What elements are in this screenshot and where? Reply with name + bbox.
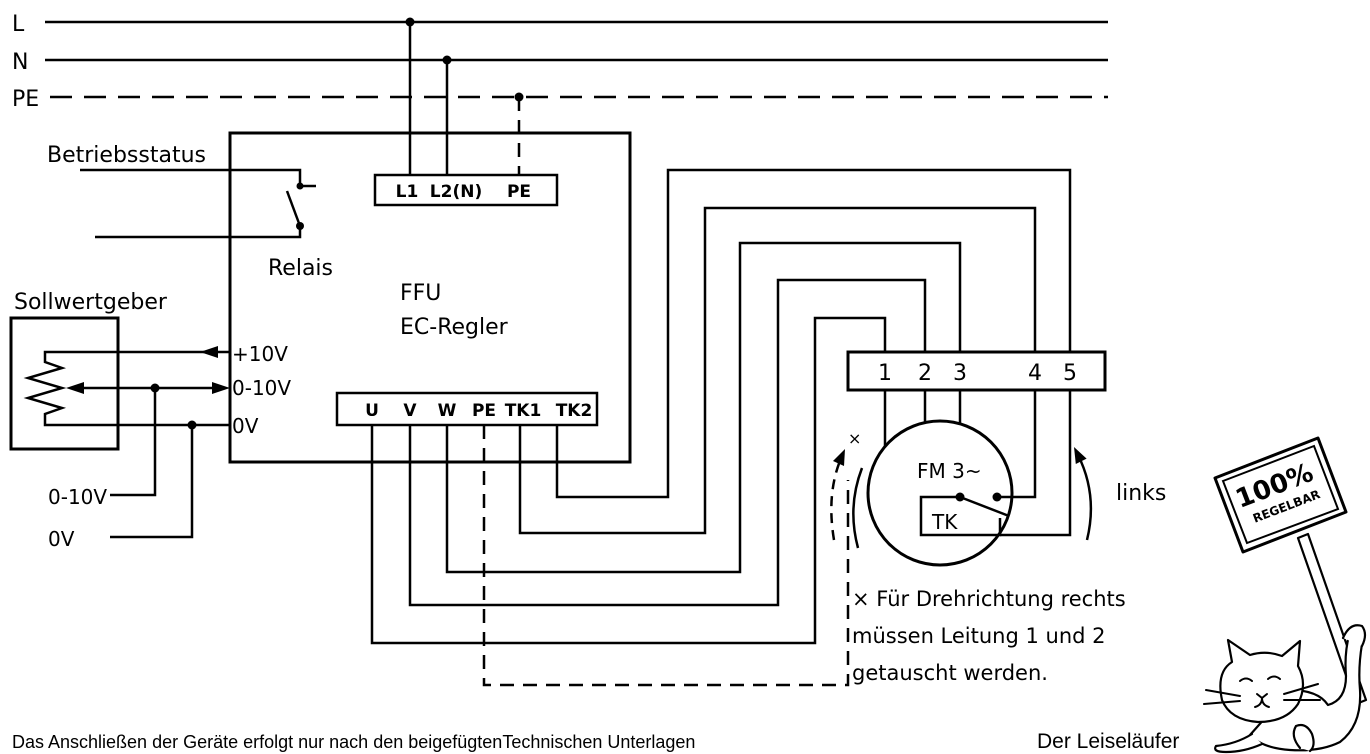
terminal-tk1: TK1	[505, 401, 542, 421]
motor-terminal-4: 4	[1028, 361, 1042, 386]
motor-terminal-1: 1	[878, 361, 892, 386]
thermal-contact-pivot	[955, 492, 965, 502]
wire-pe-motor	[482, 425, 850, 687]
cat-whiskers	[1203, 683, 1321, 705]
controller-subtitle: EC-Regler	[400, 315, 509, 340]
terminal-l2n: L2(N)	[430, 182, 482, 202]
motor-lead-4	[997, 390, 1037, 499]
motor-label: FM 3~	[917, 459, 982, 483]
controller-box	[228, 131, 632, 464]
motor-lead-5	[1000, 390, 1072, 537]
thermal-contact-blade	[959, 495, 1010, 518]
wire-signal-out	[110, 388, 157, 497]
motor-wiring	[370, 168, 1072, 687]
motor-terminal-3: 3	[953, 361, 967, 386]
sign-inner-border	[1221, 444, 1340, 545]
motor-terminal-5: 5	[1063, 361, 1077, 386]
wire-zero-out	[110, 425, 194, 539]
setpoint-box	[9, 316, 120, 451]
controller-top-terminal-strip	[373, 173, 559, 207]
setpoint-label: Sollwertgeber	[14, 290, 168, 315]
rotation-direction-label: links	[1116, 481, 1166, 506]
wire-tk1-to-4	[518, 206, 1037, 535]
output-label-zero: 0V	[48, 527, 75, 551]
cat-head	[1219, 638, 1305, 724]
output-label-signal: 0-10V	[48, 485, 107, 509]
controller-bottom-terminal-strip	[335, 391, 599, 427]
motor-circle	[866, 419, 1014, 567]
wire-v-to-2	[408, 278, 927, 607]
terminal-l1: L1	[396, 182, 419, 202]
motor-terminal-2: 2	[918, 361, 932, 386]
terminal-w: W	[438, 401, 457, 421]
setpoint-generator: Sollwertgeber +10V 0-10V 0V 0-10V 0V	[9, 290, 291, 551]
relay-wire-top	[80, 168, 302, 186]
note-line-3: getauscht werden.	[852, 661, 1048, 685]
direction-note: × Für Drehrichtung rechts müssen Leitung…	[852, 587, 1126, 685]
input-label-signal: 0-10V	[232, 376, 291, 400]
motor: 1 2 3 4 5 FM 3~ TK × links	[830, 350, 1166, 567]
note-line-1: × Für Drehrichtung rechts	[852, 587, 1126, 611]
relay: Betriebsstatus Relais	[47, 143, 333, 281]
line-label-l: L	[12, 12, 25, 37]
terminal-pe-bottom: PE	[472, 401, 496, 421]
sign-outline	[1213, 436, 1348, 554]
terminal-tk2: TK2	[556, 401, 593, 421]
arrow-plus10v	[200, 346, 218, 358]
terminal-u: U	[365, 401, 379, 421]
rotation-arrow-right-alt	[830, 455, 844, 541]
cat-eyes	[1239, 675, 1281, 682]
footer-disclaimer: Das Anschließen der Geräte erfolgt nur n…	[12, 732, 695, 752]
wiper-arrow-left	[66, 382, 84, 394]
supply-lines: L N PE	[12, 12, 1108, 175]
terminal-v: V	[403, 401, 417, 421]
note-line-2: müssen Leitung 1 und 2	[852, 624, 1106, 648]
relay-wire-bottom	[95, 226, 302, 239]
line-label-n: N	[12, 50, 28, 75]
rotation-arrow-right-alt-head	[833, 449, 845, 466]
relay-label: Relais	[268, 256, 333, 281]
line-label-pe: PE	[12, 87, 39, 112]
cat-mouth	[1254, 693, 1270, 708]
cat-paw	[1341, 624, 1367, 648]
thermal-contact-label: TK	[931, 510, 958, 534]
cat-icon	[1203, 624, 1367, 754]
input-label-plus10v: +10V	[232, 342, 288, 366]
potentiometer-resistor	[23, 350, 230, 427]
wiper-arrow-right	[212, 382, 230, 394]
controller: FFU EC-Regler L1 L2(N) PE U V W PE TK1 T…	[228, 131, 632, 464]
terminal-pe-top: PE	[507, 182, 531, 202]
footer-brand: Der Leiseläufer	[1037, 730, 1179, 753]
motor-terminal-strip	[846, 350, 1107, 392]
mascot-illustration: 100% REGELBAR	[1203, 436, 1368, 754]
note-marker: ×	[848, 429, 861, 448]
sign-board: 100% REGELBAR	[1213, 436, 1348, 554]
thermal-contact-terminal	[992, 492, 1002, 502]
thermal-contact-frame	[919, 495, 1002, 537]
rotation-arrow-left	[1076, 454, 1093, 541]
wire-w-to-3	[445, 241, 962, 574]
relay-switch-blade	[285, 190, 302, 227]
wire-u-to-1	[370, 316, 887, 645]
relay-status-label: Betriebsstatus	[47, 143, 206, 168]
rotation-arc-left	[852, 467, 864, 549]
cat-front-leg	[1214, 732, 1264, 754]
input-label-zero: 0V	[232, 414, 259, 438]
controller-title: FFU	[400, 281, 441, 306]
cat-hind-leg	[1292, 723, 1315, 753]
wire-tk2-to-5	[555, 168, 1072, 499]
rotation-arrow-left-head	[1074, 447, 1087, 464]
